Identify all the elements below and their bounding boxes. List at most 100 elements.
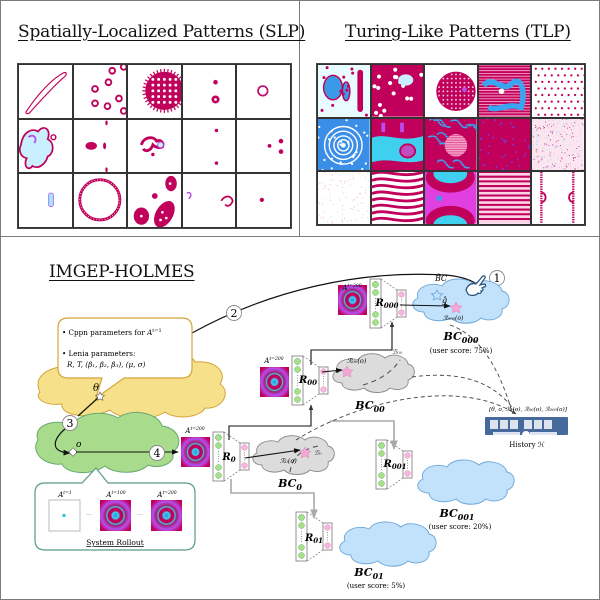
bc000-to-history-dashed	[449, 324, 513, 413]
slp-pattern-thumbnail	[186, 192, 234, 207]
tlp-pattern-thumbnail	[371, 118, 424, 171]
history-label: History ℋ	[509, 441, 544, 449]
tlp-pattern-thumbnail	[318, 172, 370, 224]
tlp-pattern-thumbnail	[478, 65, 531, 117]
r00-encoder	[291, 355, 329, 406]
step-badge-3	[62, 415, 78, 431]
tlp-pattern-thumbnail	[371, 172, 424, 224]
callout-bullet-2: • Lenia parameters:	[62, 349, 135, 358]
callout-bullet-1: • Cppn parameters for At=1	[62, 328, 162, 337]
bc00-label: BC00	[354, 399, 385, 414]
o-marker	[68, 447, 78, 457]
tlp-cell-magenta-spots	[370, 64, 425, 118]
step-badge-4	[149, 445, 165, 461]
user-pointer-hand-icon	[465, 275, 487, 296]
bc-hat-label: B̂C	[434, 274, 447, 283]
tlp-pattern-thumbnail	[532, 172, 584, 224]
r001-label: R001	[383, 459, 407, 471]
r00-embedding-label: ℛ₀₀(o)	[347, 357, 367, 365]
slp-pattern-thumbnail	[133, 176, 177, 227]
theta-star-marker	[94, 391, 106, 401]
slp-cell-arrow-blob	[72, 118, 128, 174]
r000-encoder	[369, 278, 407, 329]
bc01-user-score: (user score: 5%)	[347, 582, 405, 590]
tlp-title: Turing-Like Patterns (TLP)	[345, 22, 571, 42]
r0-to-r01-connector	[230, 479, 318, 519]
svg-text:At=200: At=200	[156, 490, 176, 499]
slp-cell-two-dots-vertical	[181, 118, 237, 174]
bc0-label: BC0	[277, 477, 302, 492]
step-badge-2	[226, 305, 242, 321]
tlp-cell-dotted-disk	[424, 64, 478, 118]
slp-pattern-thumbnail	[211, 79, 220, 104]
bc0-region-boundary	[289, 445, 319, 473]
bc001-user-score: (user score: 20%)	[429, 523, 492, 531]
tlp-grid	[316, 63, 586, 226]
horizontal-divider	[0, 236, 600, 237]
slp-cell-hook-creature	[127, 118, 182, 174]
tlp-cell-horizontal-stripes	[477, 171, 532, 225]
bc001-cloud	[417, 459, 515, 505]
r00-to-bc00-arrow	[321, 367, 343, 374]
bc00-region-label: ℬ₀₀	[392, 348, 403, 356]
tlp-cell-target-rings	[317, 117, 371, 172]
bc0-cloud	[252, 435, 335, 475]
slp-pattern-thumbnail	[140, 135, 165, 156]
input-label-r000: At=200	[341, 283, 361, 292]
tlp-pattern-thumbnail	[478, 172, 531, 224]
goal-star	[430, 289, 444, 301]
step3-connector	[54, 427, 71, 456]
tlp-cell-maze-with-disk	[424, 117, 478, 172]
history-memory-icon	[485, 417, 568, 435]
slp-cell-small-cluster	[18, 173, 73, 228]
slp-pattern-thumbnail	[90, 65, 127, 115]
slp-pattern-thumbnail	[77, 178, 121, 222]
r0-to-bc0-arrow	[244, 448, 301, 459]
parameter-callout	[57, 317, 193, 400]
slp-cell-large-ring	[72, 173, 128, 228]
slp-pattern-thumbnail	[48, 193, 54, 208]
slp-cell-single-dot	[236, 173, 291, 228]
bc01-label: BC01	[353, 566, 383, 581]
bc000-label: BC000	[443, 330, 479, 345]
r01-label: R01	[304, 533, 323, 545]
input-label-r00: At=200	[263, 356, 283, 365]
theta-label: θ	[93, 383, 99, 394]
r0-embedding-label: ℛ₀(o)	[280, 457, 297, 465]
r0-to-r00-connector	[228, 404, 314, 440]
o-label: o	[76, 440, 82, 450]
step-label-3: 3	[67, 417, 74, 430]
r000-embedding-star	[449, 301, 463, 314]
input-label-r0: At=200	[184, 426, 204, 435]
slp-cell-curled-fragments	[181, 173, 237, 228]
slp-grid	[17, 63, 292, 229]
slp-pattern-thumbnail	[25, 71, 67, 115]
svg-text:At=1: At=1	[57, 490, 72, 499]
rollout-title: System Rollout	[86, 538, 144, 547]
step-label-4: 4	[154, 447, 161, 460]
bc00-cloud	[332, 353, 415, 393]
bc001-label: BC001	[439, 507, 475, 522]
tlp-cell-labyrinth-core	[477, 64, 532, 118]
slp-cell-two-dots	[181, 64, 237, 119]
tlp-pattern-thumbnail	[532, 118, 584, 171]
slp-pattern-thumbnail	[267, 138, 284, 154]
tlp-pattern-thumbnail	[318, 118, 370, 171]
tlp-pattern-thumbnail	[425, 118, 477, 171]
slp-pattern-thumbnail	[142, 68, 181, 113]
tlp-pattern-thumbnail	[371, 65, 424, 117]
slp-cell-scattered-rings	[72, 64, 128, 119]
r00-to-r001-connector	[330, 420, 398, 450]
goal-label: ĝ	[442, 296, 447, 305]
r0-label: R0	[221, 452, 235, 464]
step-label-2: 2	[231, 307, 238, 320]
encoder-networks	[212, 278, 413, 562]
tlp-cell-blue-blobs	[317, 64, 371, 118]
r000-embedding-label: ℛ₀₀₀(o)	[443, 315, 464, 322]
theta-to-o-line	[77, 396, 100, 417]
input-image-r00	[260, 367, 289, 397]
step-label-1: 1	[494, 272, 501, 285]
tlp-cell-stripes-maze	[370, 171, 425, 225]
rollout-frame-100	[100, 500, 131, 531]
r01-encoder	[295, 511, 333, 562]
